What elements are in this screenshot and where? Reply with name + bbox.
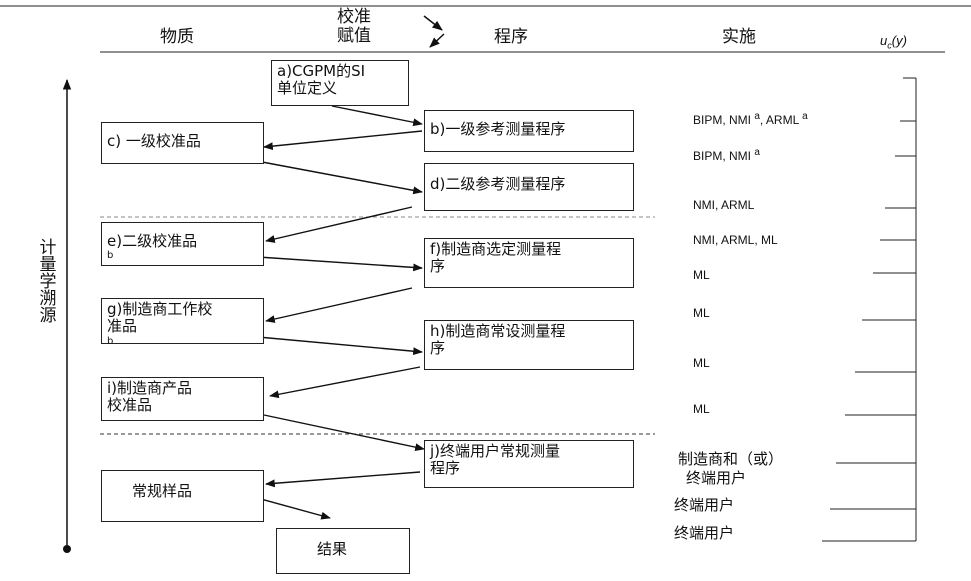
impl-row-11: 终端用户 bbox=[674, 524, 735, 542]
header-arrow-down bbox=[423, 15, 443, 31]
box-manufacturer-selected-procedure: f)制造商选定测量程序 bbox=[424, 238, 634, 288]
box-manufacturer-standing-procedure: h)制造商常设测量程序 bbox=[424, 320, 634, 370]
box-secondary-calibrator: e)二级校准品 b bbox=[101, 222, 264, 266]
header-uncertainty: uc(y) bbox=[880, 33, 907, 51]
header-implementation: 实施 bbox=[722, 27, 756, 47]
impl-row-10: 终端用户 bbox=[674, 496, 735, 514]
impl-row-7: ML bbox=[693, 356, 710, 370]
arrow-c-d bbox=[261, 161, 423, 195]
box-primary-calibrator: c) 一级校准品 bbox=[101, 122, 264, 164]
impl-row-9-line2: 终端用户 bbox=[686, 469, 747, 487]
header-substance: 物质 bbox=[160, 27, 194, 47]
impl-row-2: BIPM, NMI a bbox=[693, 147, 760, 163]
impl-row-9-line1: 制造商和（或） bbox=[678, 450, 784, 468]
box-end-user-routine-procedure: j)终端用户常规测量程序 bbox=[424, 440, 634, 488]
arrow-h-i bbox=[269, 366, 421, 399]
header-arrow-up bbox=[429, 33, 445, 48]
arrow-e-f bbox=[257, 256, 423, 272]
traceability-label: 计量学溯源 bbox=[39, 238, 57, 326]
box-primary-reference-procedure: b)一级参考测量程序 bbox=[424, 110, 634, 152]
impl-row-6: ML bbox=[693, 306, 710, 320]
header-calibration-line2: 赋值 bbox=[337, 26, 371, 46]
box-manufacturer-working-calibrator: g)制造商工作校准品 b bbox=[101, 298, 264, 344]
arrow-f-g bbox=[265, 287, 413, 323]
header-procedure: 程序 bbox=[494, 27, 528, 47]
header-calibration-line1: 校准 bbox=[337, 7, 371, 27]
impl-row-4: NMI, ARML, ML bbox=[693, 233, 778, 247]
impl-row-3: NMI, ARML bbox=[693, 198, 755, 212]
arrow-g-h bbox=[257, 336, 423, 356]
arrow-b-c bbox=[263, 130, 423, 151]
traceability-dot bbox=[63, 545, 71, 553]
box-routine-sample: 常规样品 bbox=[101, 470, 264, 522]
arrow-d-e bbox=[265, 206, 413, 243]
box-secondary-reference-procedure: d)二级参考测量程序 bbox=[424, 163, 634, 211]
impl-row-8: ML bbox=[693, 402, 710, 416]
impl-row-5: ML bbox=[693, 268, 710, 282]
box-result: 结果 bbox=[276, 528, 410, 574]
arrow-i-j bbox=[263, 414, 425, 452]
arrow-a-b bbox=[331, 105, 423, 127]
box-manufacturer-product-calibrator: i)制造商产品校准品 bbox=[101, 377, 264, 421]
arrow-j-routine bbox=[265, 471, 421, 488]
impl-row-1: BIPM, NMI a, ARML a bbox=[693, 111, 808, 127]
